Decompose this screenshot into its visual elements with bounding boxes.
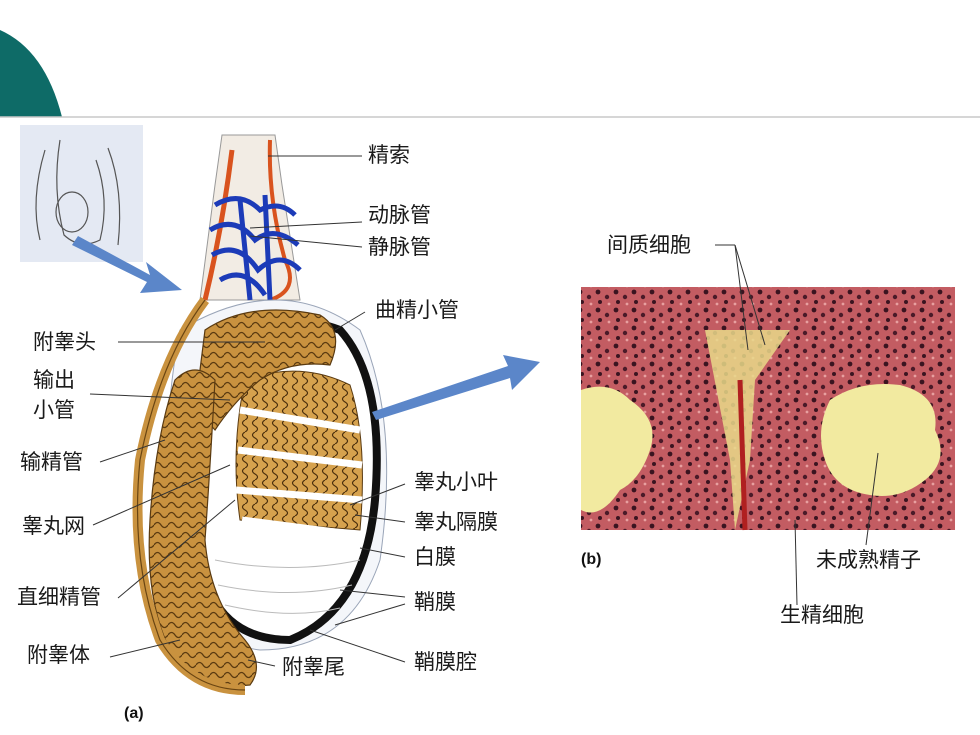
locator-arrow — [72, 236, 182, 293]
label-vein: 静脉管 — [368, 235, 431, 259]
label-efferent-ducts-1: 输出 — [33, 368, 75, 392]
label-efferent-ducts-2: 小管 — [33, 398, 75, 422]
label-seminiferous-tubule: 曲精小管 — [375, 298, 459, 322]
label-tunica-vaginalis: 鞘膜 — [414, 590, 456, 614]
label-immature-sperm: 未成熟精子 — [816, 548, 921, 572]
leader-lines-a — [89, 155, 406, 667]
label-testis-septum: 睾丸隔膜 — [414, 510, 498, 534]
micrograph-vessel — [737, 379, 748, 531]
leader-lines-b — [715, 244, 879, 606]
figure-a-tag: (a) — [124, 705, 144, 722]
label-rete-testis: 睾丸网 — [22, 514, 85, 538]
micrograph-lumen-left — [581, 386, 653, 513]
label-tunica-albuginea: 白膜 — [414, 545, 456, 569]
locator-testis — [55, 191, 89, 233]
label-epididymis-head: 附睾头 — [33, 330, 96, 354]
label-spermatogenic-cells: 生精细胞 — [780, 603, 864, 627]
cord-artery — [267, 139, 292, 302]
micrograph-arrow — [372, 355, 540, 420]
corner-accent-shape — [0, 30, 62, 117]
label-epididymis-body: 附睾体 — [27, 643, 90, 667]
micrograph-lumen-right — [821, 384, 941, 496]
label-testis-lobule: 睾丸小叶 — [414, 470, 498, 494]
epididymis-body-tail — [148, 369, 257, 687]
label-straight-tubule: 直细精管 — [17, 585, 101, 609]
label-vaginal-cavity: 鞘膜腔 — [414, 650, 477, 674]
figure-b-tag: (b) — [581, 551, 602, 568]
label-epididymis-tail: 附睾尾 — [282, 655, 345, 679]
lobule-septa — [235, 406, 363, 539]
cord-veins — [208, 194, 302, 301]
vas-deferens-edge — [136, 299, 246, 691]
label-spermatic-cord: 精索 — [368, 143, 410, 167]
label-interstitial-cells: 间质细胞 — [607, 233, 691, 257]
micrograph-interstitium — [705, 330, 790, 530]
testis-lower-lines — [214, 559, 361, 614]
label-vas-deferens: 输精管 — [20, 450, 83, 474]
label-artery: 动脉管 — [368, 203, 431, 227]
